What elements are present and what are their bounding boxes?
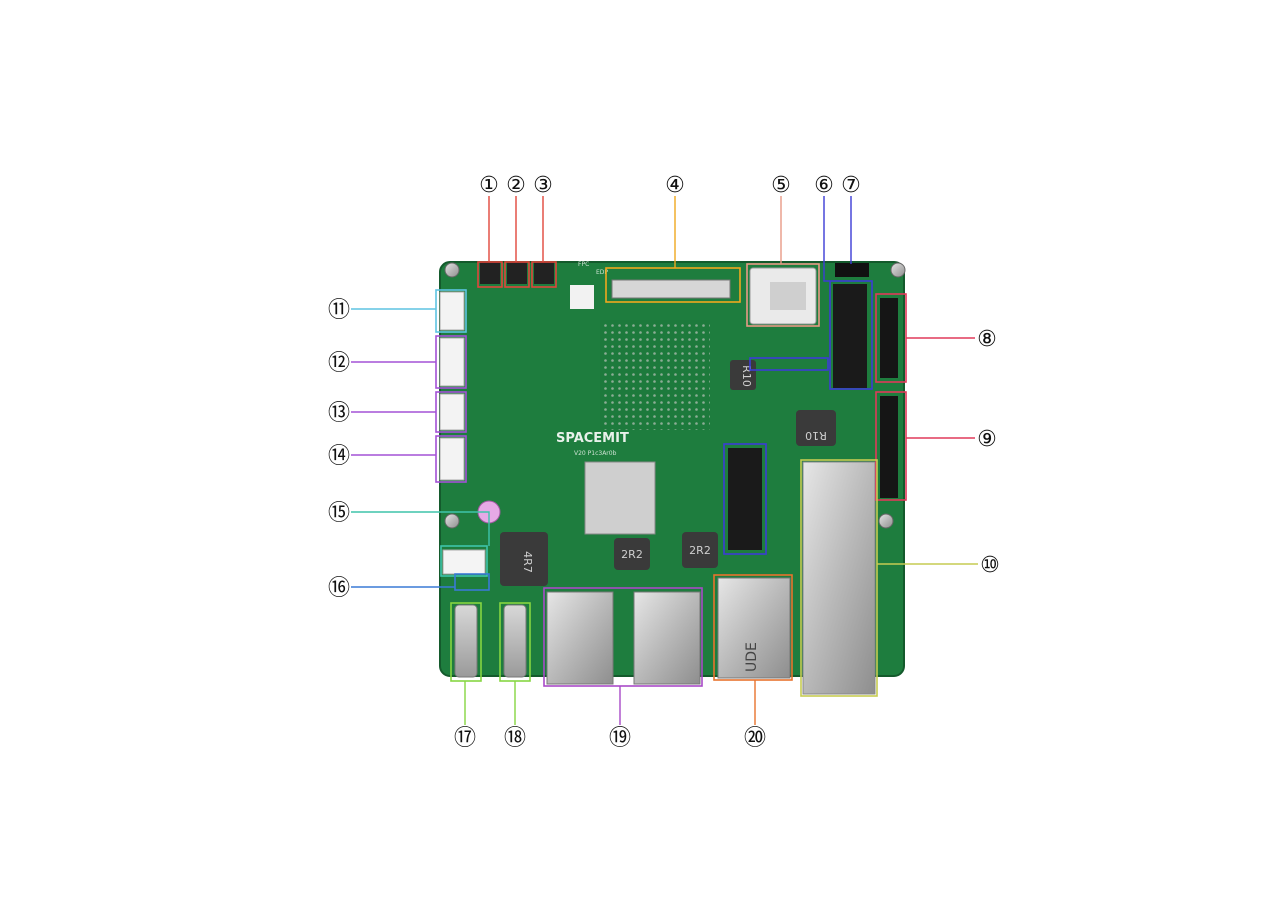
button-3-body [534, 262, 554, 284]
highlight-box-20 [713, 574, 793, 681]
connector-12-body [439, 337, 465, 387]
highlight-box-15 [440, 545, 488, 577]
highlight-box-6-extra [749, 357, 829, 371]
inductor-2r2-a [614, 538, 650, 570]
highlight-box-1 [477, 261, 503, 288]
usbc-18-body [503, 604, 527, 678]
callout-10: ⑩ [980, 553, 1000, 578]
highlight-box-2 [504, 261, 530, 288]
usba-19-right-body [633, 591, 701, 685]
callout-7: ⑦ [841, 173, 861, 198]
highlight-box-19 [543, 587, 703, 687]
highlight-box-16 [454, 573, 490, 591]
connector-11-body [439, 291, 465, 331]
inductor-label: R10 [740, 365, 753, 387]
pin-header-7-body [835, 263, 869, 277]
highlight-box-11 [435, 289, 467, 333]
sim-slot-body [584, 461, 656, 535]
callout-3: ③ [533, 173, 553, 198]
callout-17: ⑰ [454, 726, 476, 751]
connector-14-body [439, 437, 465, 481]
rj45-20-body [717, 577, 791, 679]
sfp-cage-10-body [802, 461, 876, 695]
inductor-label: R10 [805, 429, 827, 442]
pcb: SPACEMIT V20 P1c3Ar0b EDP FPC 4R7 2R2 2R2 R… [439, 261, 906, 695]
standoff-bottom-left [444, 513, 460, 529]
inductor-label: 2R2 [689, 544, 711, 557]
button-2-body [507, 262, 527, 284]
callout-2: ② [506, 173, 526, 198]
callout-11: ⑪ [328, 298, 350, 323]
inductor-4r7 [500, 532, 548, 586]
callout-4: ④ [665, 173, 685, 198]
callout-16: ⑯ [328, 576, 350, 601]
highlight-box-10 [800, 459, 878, 697]
callout-8: ⑧ [977, 327, 997, 352]
inductor-2r2-b [682, 532, 718, 568]
callout-18: ⑱ [504, 726, 526, 751]
connector-13-body [439, 393, 465, 431]
highlight-box-4 [605, 267, 741, 303]
pcb-body [440, 262, 904, 676]
button-1-body [480, 262, 500, 284]
callout-13: ⑬ [328, 401, 350, 426]
leader-line-6 [823, 196, 830, 282]
silk-fpc: FPC [578, 261, 589, 268]
fpc-9-body [880, 396, 898, 498]
usba-19-left-body [546, 591, 614, 685]
silk-logo: SPACEMIT [556, 431, 629, 446]
soc-pad-field [600, 320, 710, 430]
m2-slot-6-body [833, 284, 867, 388]
m2-vertical-body [728, 448, 762, 550]
highlight-box-5 [746, 263, 820, 327]
callout-9: ⑨ [977, 427, 997, 452]
callout-5: ⑤ [771, 173, 791, 198]
standoff-bottom-right [878, 513, 894, 529]
standoff-top-right [890, 262, 906, 278]
ethernet-brand: UDE [744, 642, 760, 672]
highlight-box-9 [875, 391, 907, 501]
callout-1: ① [479, 173, 499, 198]
callout-19: ⑲ [609, 726, 631, 751]
inductor-label: 2R2 [621, 548, 643, 561]
highlight-box-6-extra [723, 443, 767, 555]
qr-code [570, 285, 594, 309]
callout-15: ⑮ [328, 501, 350, 526]
fpc-8-body [880, 298, 898, 378]
standoff-top-left [444, 262, 460, 278]
leader-line-15 [351, 511, 490, 546]
highlight-box-6 [829, 280, 873, 390]
silk-edp: EDP [596, 269, 608, 276]
usbc-17-body [454, 604, 478, 678]
callout-6: ⑥ [814, 173, 834, 198]
power-connector-16-body [442, 549, 486, 575]
highlight-box-3 [531, 261, 557, 288]
callout-12: ⑫ [328, 351, 350, 376]
leader-lines [351, 196, 978, 725]
callout-14: ⑭ [328, 444, 350, 469]
wifi-module-shield [770, 282, 806, 310]
highlight-box-14 [435, 435, 467, 483]
highlight-box-17 [450, 602, 482, 682]
edp-connector-body [611, 279, 731, 299]
inductor-r10-b [796, 410, 836, 446]
silk-version: V20 P1c3Ar0b [574, 450, 617, 457]
callout-20: ⑳ [744, 726, 766, 751]
inductor-label: 4R7 [521, 551, 534, 573]
